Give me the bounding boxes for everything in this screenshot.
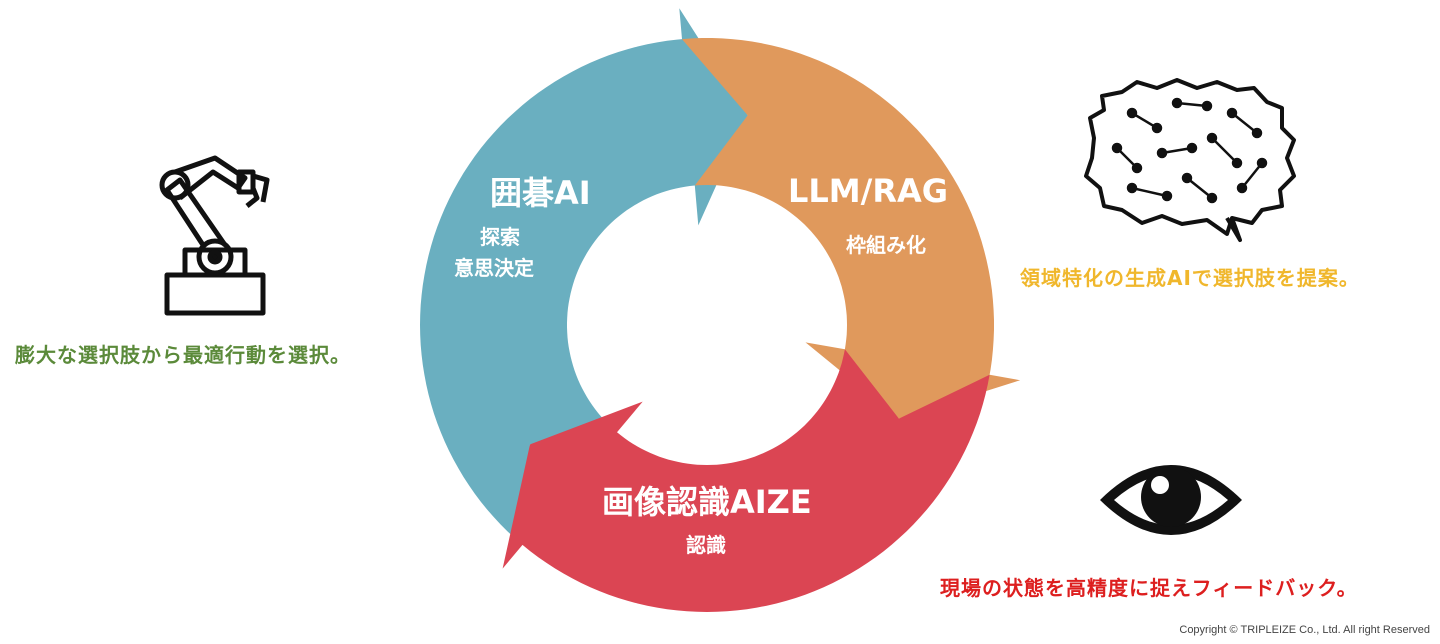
segment-sub-search: 探索 [480,225,520,249]
eye-icon [1100,465,1242,535]
cycle-arrow-llm-rag [682,38,1021,419]
cycle-arrow-image-recognition [502,349,990,612]
segment-sub-decision: 意思決定 [454,256,534,280]
brain-caption: 領域特化の生成AIで選択肢を提案。 [1020,266,1360,290]
robot-caption: 膨大な選択肢から最適行動を選択。 [15,343,351,367]
segment-sub-recognition: 認識 [686,533,726,557]
robot-arm-icon [159,155,270,316]
segment-title-aize: 画像認識AIZE [602,483,812,521]
segment-title-go-ai: 囲碁AI [490,174,591,212]
eye-caption: 現場の状態を高精度に捉えフィードバック。 [940,576,1358,600]
copyright-footer: Copyright © TRIPLEIZE Co., Ltd. All righ… [1179,624,1430,636]
segment-sub-framework: 枠組み化 [846,233,926,257]
brain-circuit-icon [1084,78,1296,242]
cycle-arrow-go-ai [420,8,748,545]
segment-title-llm-rag: LLM/RAG [788,172,948,210]
